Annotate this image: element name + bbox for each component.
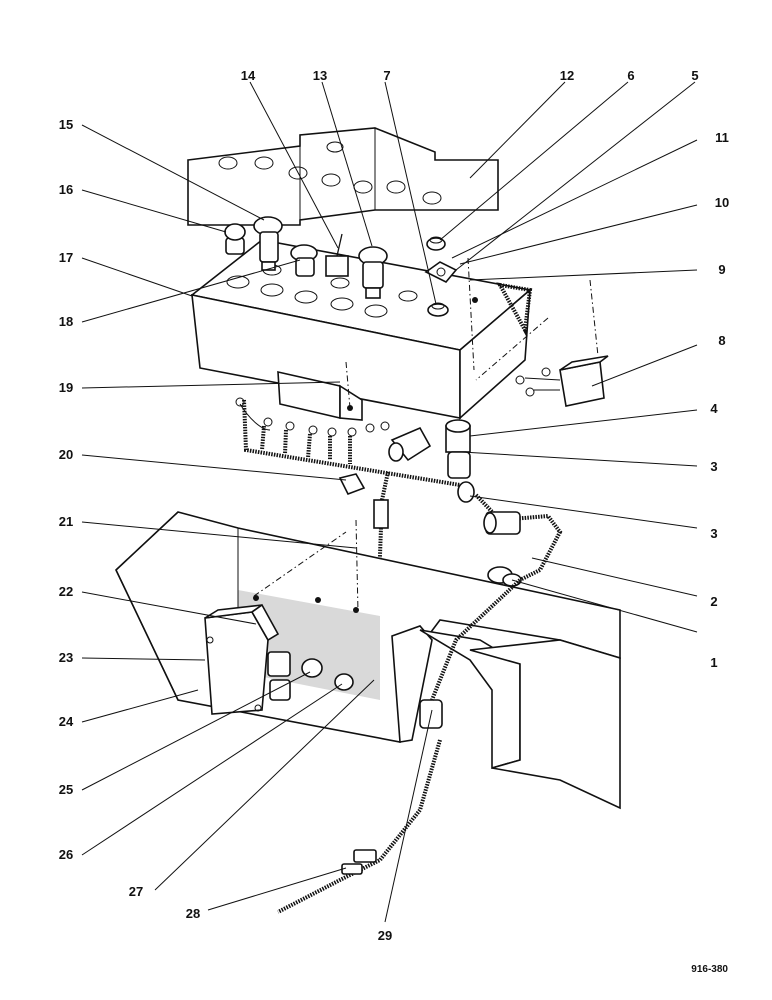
callout-25: 25 xyxy=(59,782,73,797)
tube-2 xyxy=(474,493,563,582)
fitting-26 xyxy=(334,673,354,691)
callout-3-lower: 3 xyxy=(710,526,717,541)
figure-number: 916-380 xyxy=(691,964,728,975)
callout-20: 20 xyxy=(59,447,73,462)
control-panel-box xyxy=(190,239,533,420)
callout-24: 24 xyxy=(59,714,74,729)
panel-light-16 xyxy=(224,223,246,255)
callout-14: 14 xyxy=(241,68,256,83)
callout-6: 6 xyxy=(627,68,634,83)
tee-fitting-4 xyxy=(445,419,471,479)
callout-15: 15 xyxy=(59,117,73,132)
callout-23: 23 xyxy=(59,650,73,665)
leader-lines xyxy=(81,81,698,923)
callout-28: 28 xyxy=(186,906,200,921)
clip-20 xyxy=(338,473,366,496)
callout-16: 16 xyxy=(59,182,73,197)
assembly-lines xyxy=(253,257,599,613)
relay-8 xyxy=(515,355,609,407)
callout-26: 26 xyxy=(59,847,73,862)
gauge-tube xyxy=(358,471,390,681)
decal-sheet xyxy=(187,127,499,226)
cable-29 xyxy=(277,578,522,914)
gauge-23 xyxy=(204,603,291,715)
callout-27: 27 xyxy=(129,884,143,899)
callout-18: 18 xyxy=(59,314,73,329)
callout-13: 13 xyxy=(313,68,327,83)
callout-labels: 1 2 3 3 4 5 6 7 8 9 10 11 12 13 14 15 16… xyxy=(59,68,729,943)
callout-10: 10 xyxy=(715,195,729,210)
callout-2: 2 xyxy=(710,594,717,609)
toggle-switch-14 xyxy=(325,233,349,277)
callout-5: 5 xyxy=(691,68,698,83)
callout-8: 8 xyxy=(718,333,725,348)
callout-9: 9 xyxy=(718,262,725,277)
callout-3-upper: 3 xyxy=(710,459,717,474)
nut-6 xyxy=(426,236,446,251)
callout-22: 22 xyxy=(59,584,73,599)
callout-12: 12 xyxy=(560,68,574,83)
fitting-25 xyxy=(301,658,323,678)
callout-11: 11 xyxy=(715,130,729,145)
connector-3-lower xyxy=(457,481,475,503)
push-button-15 xyxy=(253,216,283,271)
elbow-fitting-3 xyxy=(388,426,432,462)
callout-17: 17 xyxy=(59,250,73,265)
callout-19: 19 xyxy=(59,380,73,395)
push-button-13 xyxy=(358,246,388,299)
push-button-18 xyxy=(290,244,318,277)
callout-7: 7 xyxy=(383,68,390,83)
callout-29: 29 xyxy=(378,928,392,943)
callout-4: 4 xyxy=(710,401,718,416)
callout-1: 1 xyxy=(710,655,717,670)
callout-21: 21 xyxy=(59,514,73,529)
nut-7 xyxy=(427,302,449,317)
